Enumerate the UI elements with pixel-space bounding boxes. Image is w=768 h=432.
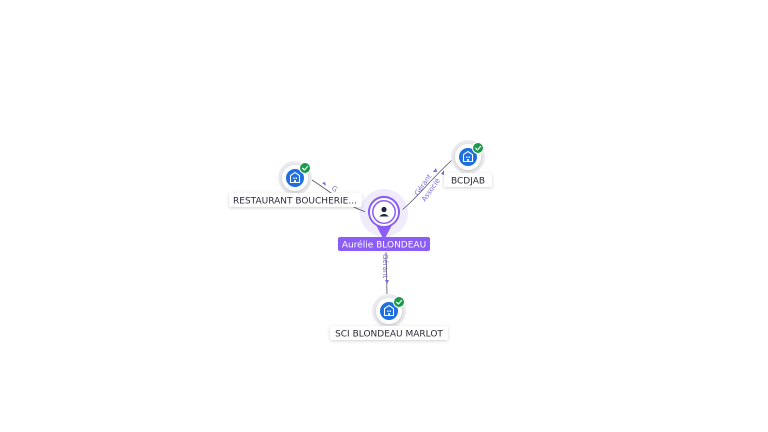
edge-label-sci: Gérant [381, 254, 389, 278]
edge-label-restaurant: G [330, 184, 339, 194]
company-name-bcdjab: BCDJAB [451, 177, 485, 187]
building-icon [383, 304, 395, 317]
verified-check-icon [472, 142, 484, 154]
company-name-sci: SCI BLONDEAU MARLOT [335, 330, 443, 340]
person-node[interactable]: Aurélie BLONDEAU [338, 189, 430, 251]
person-name: Aurélie BLONDEAU [342, 240, 426, 251]
company-node-bcdjab[interactable]: BCDJAB [444, 140, 492, 187]
company-node-restaurant[interactable]: RESTAURANT BOUCHERIE... [229, 161, 362, 207]
verified-check-icon [393, 296, 405, 308]
company-name-restaurant: RESTAURANT BOUCHERIE... [233, 197, 357, 207]
person-icon [379, 206, 389, 217]
building-icon [289, 171, 301, 184]
verified-check-icon [299, 162, 311, 174]
company-node-sci[interactable]: SCI BLONDEAU MARLOT [330, 294, 448, 340]
building-icon [462, 150, 474, 163]
edge-sci: Gérant [381, 251, 389, 295]
